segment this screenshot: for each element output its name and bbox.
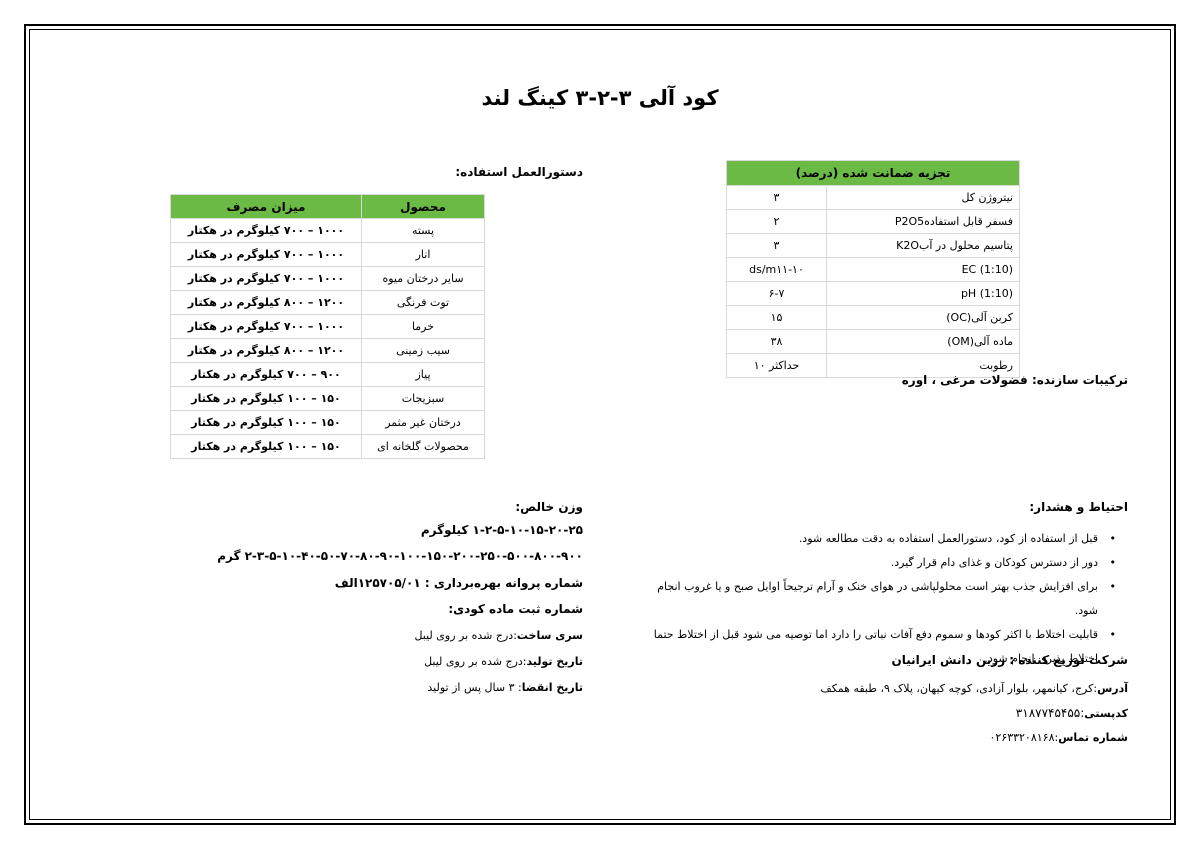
- usage-product: توت فرنگی: [361, 290, 485, 315]
- usage-rate: ۱۲۰۰ – ۸۰۰ کیلوگرم در هکتار: [170, 290, 362, 315]
- address-value: :کرج، کیانمهر، بلوار آزادی، کوچه کیهان، …: [820, 682, 1098, 695]
- caution-list: قبل از استفاده از کود، دستورالعمل استفاد…: [638, 527, 1118, 671]
- usage-rate: ۱۰۰۰ – ۷۰۰ کیلوگرم در هکتار: [170, 242, 362, 267]
- usage-product: سبزیجات: [361, 386, 485, 411]
- batch-value: :درج شده بر روی لیبل: [414, 629, 517, 642]
- caution-heading: احتیاط و هشدار:: [1029, 500, 1128, 514]
- composition: ترکیبات سازنده: فضولات مرغی ، اوره: [901, 373, 1128, 387]
- usage-product: سایر درختان میوه: [361, 266, 485, 291]
- usage-product: پسته: [361, 218, 485, 243]
- analysis-value: ۶-۷: [726, 281, 827, 306]
- usage-product: سیب زمینی: [361, 338, 485, 363]
- usage-product: پیاز: [361, 362, 485, 387]
- usage-rate: ۱۲۰۰ – ۸۰۰ کیلوگرم در هکتار: [170, 338, 362, 363]
- batch-label: سری ساخت: [516, 629, 583, 642]
- analysis-value: ds/m۱۱-۱۰: [726, 257, 827, 282]
- analysis-name: EC (1:10): [826, 257, 1020, 282]
- weight-heading: وزن خالص:: [515, 500, 583, 514]
- expiry-value: : ۳ سال پس از تولید: [427, 681, 522, 694]
- prod-label: تاریخ تولید: [526, 655, 583, 668]
- distributor-postal: کدپستی:۳۱۸۷۷۴۵۴۵۵: [1016, 706, 1128, 720]
- license-number: شماره پروانه بهره‌برداری : ۱۲۵۷۰۵/۰۱الف: [334, 576, 583, 590]
- caution-item: قابلیت اختلاط با اکثر کودها و سموم دفع آ…: [638, 623, 1118, 671]
- analysis-name: نیتروژن کل: [826, 185, 1020, 210]
- caution-item: دور از دسترس کودکان و غذای دام قرار گیرد…: [638, 551, 1118, 575]
- analysis-row: pH (1:10)۶-۷: [726, 281, 1020, 306]
- analysis-value: ۳: [726, 185, 827, 210]
- distributor-phone: شماره تماس:۰۲۶۳۳۲۰۸۱۶۸: [989, 731, 1128, 744]
- caution-item: برای افزایش جذب بهتر است محلولپاشی در هو…: [638, 575, 1118, 623]
- usage-rate: ۹۰۰ – ۷۰۰ کیلوگرم در هکتار: [170, 362, 362, 387]
- usage-col-rate: میزان مصرف: [170, 194, 362, 219]
- analysis-row: کربن آلی(OC)۱۵: [726, 305, 1020, 330]
- usage-rate: ۱۵۰ – ۱۰۰ کیلوگرم در هکتار: [170, 410, 362, 435]
- inner-border: [29, 29, 1171, 820]
- analysis-header: تجزیه ضمانت شده (درصد): [726, 160, 1020, 186]
- usage-rate: ۱۵۰ – ۱۰۰ کیلوگرم در هکتار: [170, 386, 362, 411]
- usage-col-product: محصول: [361, 194, 485, 219]
- batch: سری ساخت:درج شده بر روی لیبل: [414, 629, 583, 642]
- analysis-name: pH (1:10): [826, 281, 1020, 306]
- page-title: کود آلی ۳-۲-۳ کینگ لند: [481, 86, 719, 110]
- analysis-value: ۱۵: [726, 305, 827, 330]
- analysis-row: EC (1:10)ds/m۱۱-۱۰: [726, 257, 1020, 282]
- expiry-date: تاریخ انقضا: ۳ سال پس از تولید: [427, 681, 583, 694]
- phone-label: شماره تماس: [1058, 731, 1128, 744]
- usage-rate: ۱۰۰۰ – ۷۰۰ کیلوگرم در هکتار: [170, 218, 362, 243]
- phone-value: :۰۲۶۳۳۲۰۸۱۶۸: [989, 731, 1059, 744]
- analysis-value: ۲: [726, 209, 827, 234]
- caution-item: قبل از استفاده از کود، دستورالعمل استفاد…: [638, 527, 1118, 551]
- usage-rate: ۱۵۰ – ۱۰۰ کیلوگرم در هکتار: [170, 434, 362, 459]
- analysis-name: پتاسیم محلول در آبK2O: [826, 233, 1020, 258]
- analysis-name: رطوبت: [826, 353, 1020, 378]
- prod-value: :درج شده بر روی لیبل: [424, 655, 527, 668]
- weight-kg: ۱-۲-۵-۱۰-۱۵-۲۰-۲۵ کیلوگرم: [420, 523, 583, 537]
- registration-number: شماره ثبت ماده کودی:: [448, 602, 583, 616]
- distributor-company: شرکت توزیع کننده : زرین دانش ایرانیان: [891, 653, 1128, 667]
- weight-g: ۲-۳-۵-۱۰-۴۰-۵۰-۷۰-۸۰-۹۰-۱۰۰-۱۵۰-۲۰۰-۲۵۰-…: [217, 549, 583, 563]
- production-date: تاریخ تولید:درج شده بر روی لیبل: [424, 655, 583, 668]
- analysis-row: ماده آلی(OM)۳۸: [726, 329, 1020, 354]
- analysis-value: ۳۸: [726, 329, 827, 354]
- usage-product: محصولات گلخانه ای: [361, 434, 485, 459]
- usage-heading: دستورالعمل استفاده:: [455, 165, 583, 179]
- usage-product: خرما: [361, 314, 485, 339]
- distributor-address: آدرس:کرج، کیانمهر، بلوار آزادی، کوچه کیه…: [820, 682, 1128, 695]
- outer-border: [24, 24, 1176, 825]
- usage-product: درختان غیر مثمر: [361, 410, 485, 435]
- analysis-name: کربن آلی(OC): [826, 305, 1020, 330]
- usage-rate: ۱۰۰۰ – ۷۰۰ کیلوگرم در هکتار: [170, 314, 362, 339]
- postal-label: کدپستی: [1084, 707, 1128, 720]
- analysis-value: حداکثر ۱۰: [726, 353, 827, 378]
- usage-rate: ۱۰۰۰ – ۷۰۰ کیلوگرم در هکتار: [170, 266, 362, 291]
- analysis-value: ۳: [726, 233, 827, 258]
- postal-value: :۳۱۸۷۷۴۵۴۵۵: [1015, 706, 1085, 720]
- analysis-name: فسفر قابل استفادهP2O5: [826, 209, 1020, 234]
- expiry-label: تاریخ انقضا: [521, 681, 583, 694]
- analysis-name: ماده آلی(OM): [826, 329, 1020, 354]
- usage-product: انار: [361, 242, 485, 267]
- address-label: آدرس: [1097, 682, 1128, 695]
